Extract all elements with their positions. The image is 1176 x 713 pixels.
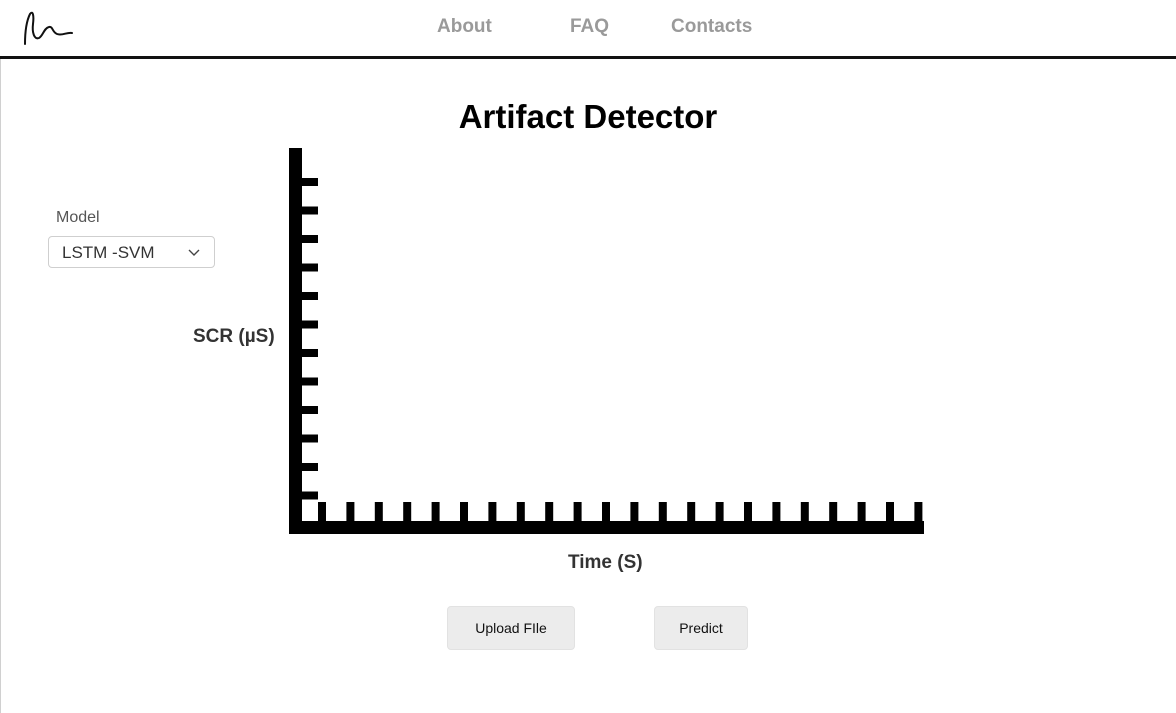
y-axis-label: SCR (µS): [193, 326, 275, 347]
model-label: Model: [56, 209, 100, 226]
top-navbar: About FAQ Contacts: [0, 0, 1176, 59]
page-title: Artifact Detector: [458, 98, 718, 135]
nav-faq[interactable]: FAQ: [570, 16, 610, 37]
signature-logo-icon[interactable]: [22, 10, 76, 46]
chevron-down-icon: [188, 249, 200, 256]
model-select[interactable]: LSTM -SVM: [48, 236, 215, 268]
nav-about[interactable]: About: [437, 16, 492, 37]
upload-file-button[interactable]: Upload FIle: [447, 606, 575, 650]
predict-button[interactable]: Predict: [654, 606, 748, 650]
model-select-value: LSTM -SVM: [62, 243, 155, 262]
nav-contacts[interactable]: Contacts: [671, 16, 753, 37]
x-axis-label: Time (S): [568, 552, 643, 573]
